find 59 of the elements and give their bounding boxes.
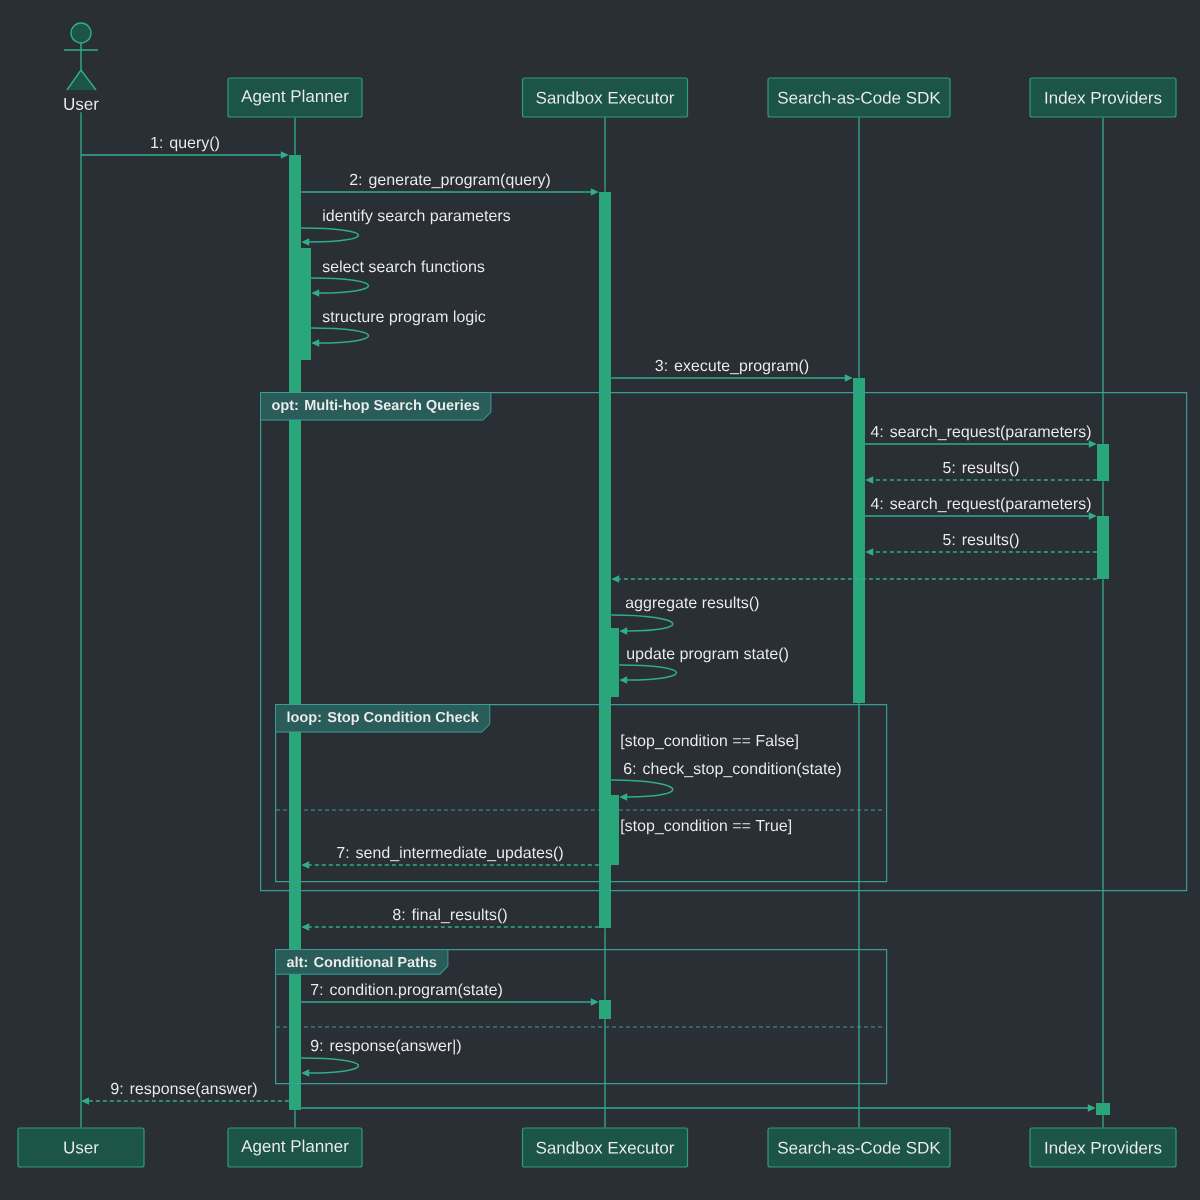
actor-label: User — [64, 98, 99, 110]
participant-box: User — [17, 1127, 145, 1168]
message-label: 7: condition.program(state) — [311, 983, 502, 999]
activation-bar — [611, 795, 619, 865]
self-message-arrow — [618, 664, 678, 684]
participant-box: Sandbox Executor — [521, 77, 689, 118]
message-label: 5: results() — [943, 461, 1019, 477]
activation-bar — [1096, 1103, 1110, 1115]
message-label: 9: response(answer) — [111, 1082, 257, 1098]
lifeline — [1102, 578, 1104, 1104]
message-label: select search functions — [322, 260, 485, 273]
self-message-arrow — [300, 1057, 360, 1077]
lifeline — [604, 116, 606, 193]
self-message-arrow — [310, 277, 370, 297]
participant-box: Agent Planner — [227, 1127, 363, 1168]
participant-box: Sandbox Executor — [521, 1127, 689, 1168]
message-label: update program state() — [627, 647, 788, 663]
lifeline — [1102, 116, 1104, 445]
guard-label: [stop_condition == False] — [621, 734, 798, 750]
participant-box: Agent Planner — [227, 77, 363, 118]
self-message-arrow — [300, 227, 360, 246]
message-label: 2: generate_program(query) — [350, 173, 550, 189]
lifeline — [858, 116, 860, 379]
lifeline — [1102, 480, 1104, 517]
self-message-arrow — [310, 327, 370, 347]
activation-bar — [1097, 516, 1109, 579]
message-label: 3: execute_program() — [655, 359, 809, 375]
message-label: 1: query() — [151, 136, 219, 152]
participant-box: Search-as-Code SDK — [767, 77, 951, 118]
fragment-tab: alt: Conditional Paths — [275, 949, 449, 975]
lifeline — [604, 1018, 606, 1129]
lifeline — [1102, 1114, 1104, 1129]
activation-bar — [1097, 444, 1109, 481]
self-message-arrow — [610, 614, 674, 635]
lifeline — [294, 116, 296, 156]
message-label: 9: response(answer|) — [310, 1039, 461, 1055]
message-label: identify search parameters — [323, 209, 511, 225]
activation-bar — [301, 248, 311, 360]
lifeline — [858, 702, 860, 1129]
message-label: 8: final_results() — [393, 908, 507, 924]
participant-box: Index Providers — [1029, 1127, 1177, 1168]
lifeline — [80, 111, 82, 1129]
participant-box: Index Providers — [1029, 77, 1177, 118]
lifeline — [294, 1109, 296, 1129]
guard-label: [stop_condition == True] — [621, 819, 791, 835]
message-label: 5: results() — [943, 533, 1019, 549]
activation-bar — [599, 1000, 611, 1019]
message-label: 4: search_request(parameters) — [870, 497, 1091, 513]
participant-box: Search-as-Code SDK — [767, 1127, 951, 1168]
message-label: 7: send_intermediate_updates() — [337, 846, 563, 862]
fragment-tab: opt: Multi-hop Search Queries — [260, 392, 492, 421]
self-message-arrow — [610, 779, 674, 801]
message-label: aggregate results() — [625, 596, 759, 612]
message-label: structure program logic — [322, 310, 486, 326]
fragment-tab: loop: Stop Condition Check — [275, 704, 491, 733]
message-label: 4: search_request(parameters) — [870, 425, 1091, 441]
message-label: 6: check_stop_condition(state) — [624, 762, 841, 778]
activation-bar — [611, 628, 619, 697]
lifeline — [604, 927, 606, 1001]
